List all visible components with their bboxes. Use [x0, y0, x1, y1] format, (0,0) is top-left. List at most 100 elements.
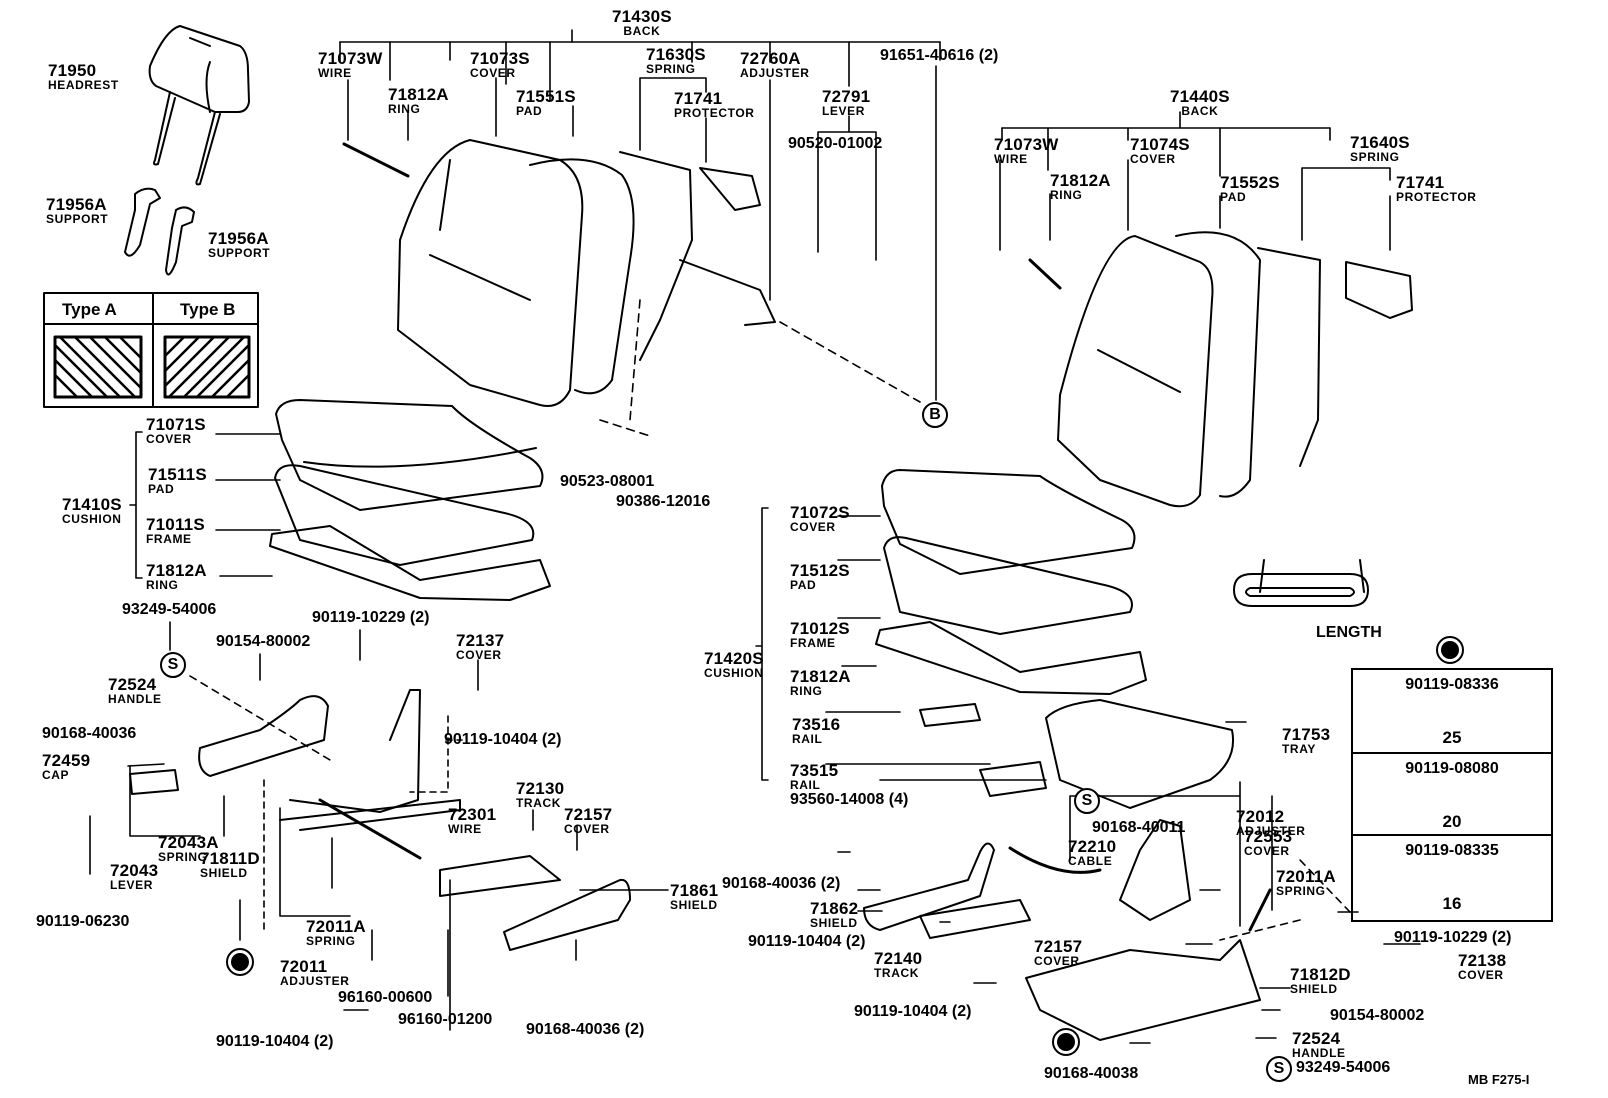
part-label: 90154-80002	[1330, 1008, 1424, 1024]
part-number: 90119-10404 (2)	[444, 731, 562, 748]
bolt-length: 16	[1442, 894, 1462, 913]
part-number: 71630S	[646, 45, 706, 64]
part-number: 71072S	[790, 503, 850, 522]
right-adjuster-drawing	[863, 819, 1272, 1041]
part-name: LEVER	[822, 104, 866, 118]
part-number: 72011A	[306, 917, 366, 936]
part-number: 90386-12016	[616, 493, 711, 510]
part-name: PROTECTOR	[1396, 190, 1477, 204]
part-number: 93249-54006	[122, 601, 217, 618]
part-number: 96160-00600	[338, 989, 433, 1006]
part-name: SHIELD	[1290, 982, 1338, 996]
part-number: 71812D	[1290, 965, 1351, 984]
part-number: 93249-54006	[1296, 1059, 1391, 1076]
part-number: 71073W	[994, 135, 1059, 154]
part-label: 96160-00600	[338, 990, 432, 1006]
part-number: 71861	[670, 881, 719, 900]
reference-symbol-s: S	[160, 652, 186, 678]
part-number: 72210	[1068, 837, 1117, 856]
part-name: BACK	[623, 24, 661, 38]
part-number: 90168-40036 (2)	[526, 1021, 645, 1038]
part-label: 90154-80002	[216, 634, 310, 650]
bolt-length: 25	[1442, 728, 1462, 747]
reference-symbol-b: B	[922, 402, 948, 428]
part-number: 71440S	[1170, 87, 1230, 106]
part-number: 71811D	[200, 849, 260, 868]
part-number: 72130	[516, 779, 565, 798]
part-number: 71640S	[1350, 133, 1410, 152]
drawing-code: MB F275-I	[1468, 1072, 1530, 1087]
dash-lines	[189, 675, 1351, 941]
part-number: 71512S	[790, 561, 850, 580]
part-label: 90119-10404 (2)	[216, 1034, 333, 1050]
part-number: 72524	[108, 675, 157, 694]
part-name: CUSHION	[704, 666, 764, 680]
part-number: 72138	[1458, 951, 1507, 970]
part-number: 71956A	[208, 229, 269, 248]
part-number: 71410S	[62, 495, 122, 514]
part-name: RAIL	[790, 778, 821, 792]
part-number: 90154-80002	[216, 633, 311, 650]
part-number: 71862	[810, 899, 859, 918]
part-number: 73515	[790, 761, 839, 780]
part-name: WIRE	[994, 152, 1028, 166]
part-number: 90154-80002	[1330, 1007, 1425, 1024]
part-number: 72012	[1236, 807, 1285, 826]
left-adjuster-drawing	[129, 689, 631, 951]
part-label: 90168-40036 (2)	[722, 876, 840, 892]
part-name: SPRING	[1276, 884, 1326, 898]
part-name: CABLE	[1068, 854, 1113, 868]
bolt-table-reference-dot	[1052, 1028, 1080, 1056]
part-name: TRAY	[1282, 742, 1316, 756]
part-number: 71073W	[318, 49, 383, 68]
part-number: 71012S	[790, 619, 850, 638]
part-number: 72043	[110, 861, 159, 880]
part-name: ADJUSTER	[740, 66, 810, 80]
left-seatback-drawing	[397, 139, 776, 407]
length-legend-caption: LENGTH	[1316, 624, 1382, 641]
part-number: 72301	[448, 805, 497, 824]
part-number: 71074S	[1130, 135, 1190, 154]
part-number: 90119-10404 (2)	[216, 1033, 334, 1050]
part-name: SUPPORT	[46, 212, 109, 226]
part-number: 72043A	[158, 833, 219, 852]
part-name: COVER	[1458, 968, 1504, 982]
part-name: WIRE	[448, 822, 482, 836]
part-number: 71073S	[470, 49, 530, 68]
part-name: COVER	[1244, 844, 1290, 858]
part-number: 90119-10229 (2)	[1394, 929, 1512, 946]
part-label: 90168-40036 (2)	[526, 1022, 644, 1038]
part-number: 90523-08001	[560, 473, 655, 490]
part-name: COVER	[470, 66, 516, 80]
part-label: 90119-10404 (2)	[444, 732, 561, 748]
part-name: COVER	[564, 822, 610, 836]
part-number: 73516	[792, 715, 841, 734]
part-name: TRACK	[874, 966, 919, 980]
part-name: FRAME	[146, 532, 192, 546]
right-cushion-drawing	[875, 469, 1234, 809]
part-name: PAD	[148, 482, 175, 496]
part-number: 71950	[48, 61, 97, 80]
part-label: 93249-54006	[1296, 1060, 1390, 1076]
